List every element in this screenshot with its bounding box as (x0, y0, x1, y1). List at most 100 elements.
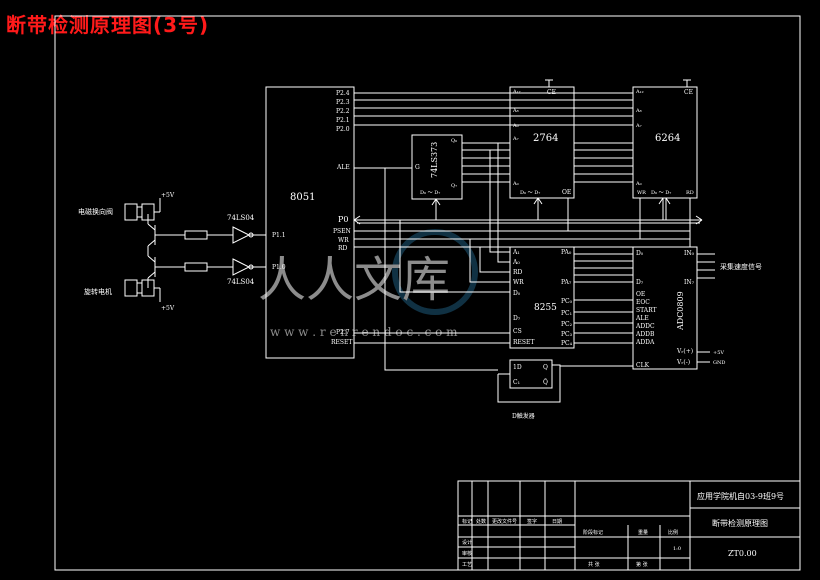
sensor2-label: 旋转电机 (84, 287, 112, 296)
svg-text:RD: RD (513, 269, 523, 276)
svg-text:P2.1: P2.1 (336, 117, 350, 124)
cpu-8051: 8051 P2.4 P2.3 P2.2 P2.1 P2.0 ALE P0 PSE… (265, 86, 355, 359)
svg-text:P0: P0 (338, 215, 348, 224)
svg-text:PC₄: PC₄ (561, 340, 573, 347)
svg-text:P2.0: P2.0 (336, 126, 350, 133)
svg-text:74LS373: 74LS373 (430, 142, 439, 178)
svg-text:OE: OE (636, 291, 645, 298)
svg-text:CS: CS (513, 328, 522, 335)
svg-text:RESET: RESET (513, 339, 534, 346)
svg-text:IN₀: IN₀ (684, 250, 695, 257)
drawing-number: ZT0.00 (728, 549, 757, 558)
vcc1-label: +5V (161, 192, 175, 199)
svg-text:D₀ ～ D₇: D₀ ～ D₇ (420, 190, 440, 196)
watermark-url: w w w . r e n r e n d o c . c o m (270, 325, 458, 339)
svg-text:审核: 审核 (462, 550, 472, 557)
svg-text:D₀ ～ D₇: D₀ ～ D₇ (520, 190, 540, 196)
svg-text:P2.3: P2.3 (336, 99, 350, 106)
org-name: 应用学院机自03-9班9号 (697, 491, 784, 501)
svg-text:ALE: ALE (635, 315, 649, 322)
svg-text:A₁₂: A₁₂ (512, 89, 521, 95)
svg-text:1D: 1D (513, 364, 522, 371)
svg-text:P1.1: P1.1 (272, 232, 286, 239)
svg-text:RD: RD (686, 190, 694, 196)
svg-text:PA₇: PA₇ (561, 279, 572, 286)
svg-text:EOC: EOC (636, 299, 650, 306)
svg-text:ADDB: ADDB (635, 331, 655, 338)
svg-text:重量: 重量 (638, 529, 648, 536)
analog-input-label: 采集速度信号 (720, 262, 762, 271)
ram-6264: 6264 A₁₂ A₈ A₇ A₀ CE WR D₀ ～ D₇ RD (632, 79, 698, 199)
svg-text:D₀: D₀ (636, 250, 644, 257)
svg-text:OE: OE (562, 189, 571, 196)
drawing-name: 断带检测原理图 (712, 518, 768, 528)
svg-text:8255: 8255 (534, 303, 557, 313)
svg-text:WR: WR (637, 190, 646, 196)
svg-text:ADDA: ADDA (635, 339, 655, 346)
svg-text:WR: WR (338, 237, 349, 244)
svg-text:A₀: A₀ (512, 123, 519, 129)
svg-text:IN₇: IN₇ (684, 279, 695, 286)
d-flipflop: 1D Q C₁ Q̄ D触发器 (497, 359, 561, 420)
page-title: 断带检测原理图(3号) (6, 13, 210, 37)
svg-text:处数: 处数 (476, 518, 486, 525)
svg-text:D₀: D₀ (513, 290, 521, 297)
svg-text:A₇: A₇ (512, 136, 519, 142)
svg-text:CE: CE (684, 89, 693, 96)
svg-text:PC₂: PC₂ (561, 321, 573, 328)
svg-text:CLK: CLK (636, 362, 650, 369)
svg-text:1:0: 1:0 (673, 546, 681, 552)
svg-text:D₇: D₇ (636, 279, 644, 286)
cpu-name: 8051 (290, 192, 315, 203)
svg-text:第 张: 第 张 (636, 561, 648, 568)
ref-plus-label: +5V (713, 350, 724, 356)
drawing-border (54, 15, 801, 571)
svg-text:P2.4: P2.4 (336, 90, 350, 97)
svg-text:PA₀: PA₀ (561, 249, 572, 256)
svg-text:PC₁: PC₁ (561, 310, 572, 317)
svg-text:G: G (415, 164, 420, 171)
svg-text:A₀: A₀ (512, 259, 520, 266)
svg-text:A₁₂: A₁₂ (635, 89, 644, 95)
svg-text:Q: Q (543, 364, 548, 371)
svg-text:PC₃: PC₃ (561, 331, 573, 338)
eprom-2764: 2764 A₁₂ A₈ A₀ A₇ A₀ CE D₀ ～ D₇ OE (509, 79, 575, 199)
svg-text:A₈: A₈ (635, 108, 642, 114)
sensor1-label: 电磁换向阀 (78, 207, 113, 216)
svg-text:6264: 6264 (655, 133, 680, 144)
svg-text:WR: WR (513, 279, 524, 286)
svg-text:工艺: 工艺 (462, 562, 472, 568)
svg-text:共 张: 共 张 (588, 561, 600, 568)
svg-text:D₀ ～ D₇: D₀ ～ D₇ (651, 190, 671, 196)
svg-text:A₇: A₇ (635, 123, 642, 129)
svg-text:P1.0: P1.0 (272, 264, 286, 271)
svg-text:日期: 日期 (552, 519, 562, 525)
watermark: 人人文库 w w w . r e n r e n d o c . c o m (258, 229, 478, 339)
ref-minus-label: GND (713, 360, 725, 366)
svg-text:2764: 2764 (533, 133, 558, 144)
svg-text:设计: 设计 (462, 539, 472, 546)
ppi-8255: 8255 A₁ A₀ RD WR D₀ D₇ CS RESET PA₀ PA₇ … (509, 246, 575, 349)
svg-text:Q₀: Q₀ (451, 138, 457, 144)
svg-text:D₇: D₇ (513, 315, 521, 322)
wiring (124, 92, 715, 371)
svg-text:A₀: A₀ (635, 181, 642, 187)
component-labels: 74LS04 74LS04 电磁换向阀 旋转电机 +5V +5V 采集速度信号 … (78, 192, 762, 366)
latch-74ls373: 74LS373 G D₀ ～ D₇ Q₀ Q₇ (411, 134, 463, 200)
svg-text:标记: 标记 (462, 518, 472, 525)
svg-text:Q₇: Q₇ (451, 183, 457, 189)
svg-text:A₈: A₈ (512, 108, 519, 114)
svg-text:签字: 签字 (527, 518, 537, 525)
svg-text:ADC0809: ADC0809 (676, 291, 685, 331)
svg-text:P2.2: P2.2 (336, 108, 350, 115)
svg-text:Vᵣ(+): Vᵣ(+) (676, 348, 693, 355)
svg-text:比例: 比例 (668, 529, 678, 536)
svg-text:阶段标记: 阶段标记 (583, 529, 603, 536)
vcc2-label: +5V (161, 305, 175, 312)
title-block: 标记 处数 更改文件号 签字 日期 设计 审核 工艺 共 张 第 张 阶段标记 … (457, 480, 801, 571)
svg-text:Vᵣ(-): Vᵣ(-) (676, 359, 690, 366)
svg-text:A₁: A₁ (512, 249, 520, 256)
svg-text:更改文件号: 更改文件号 (492, 518, 517, 525)
